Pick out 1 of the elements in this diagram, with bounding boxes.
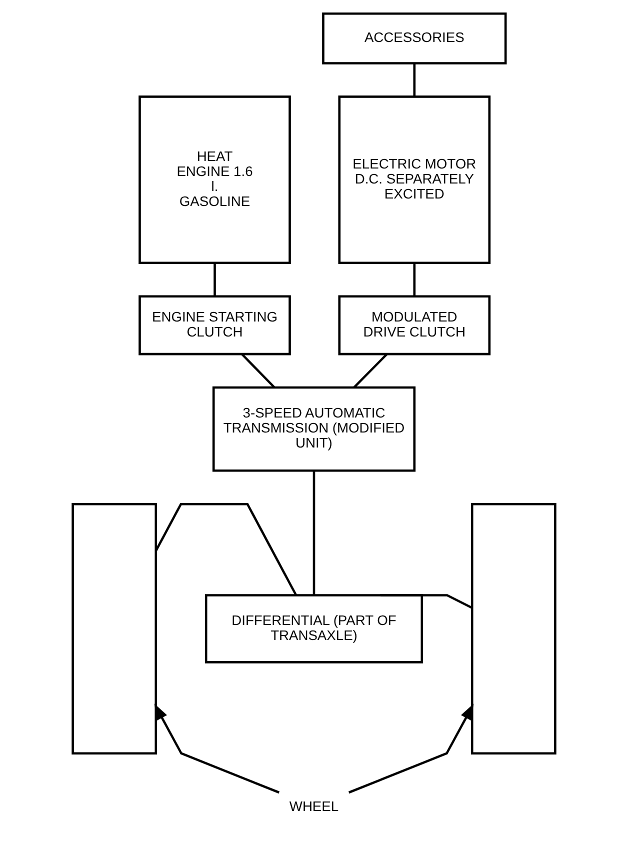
node-text: WHEEL — [288, 798, 338, 814]
